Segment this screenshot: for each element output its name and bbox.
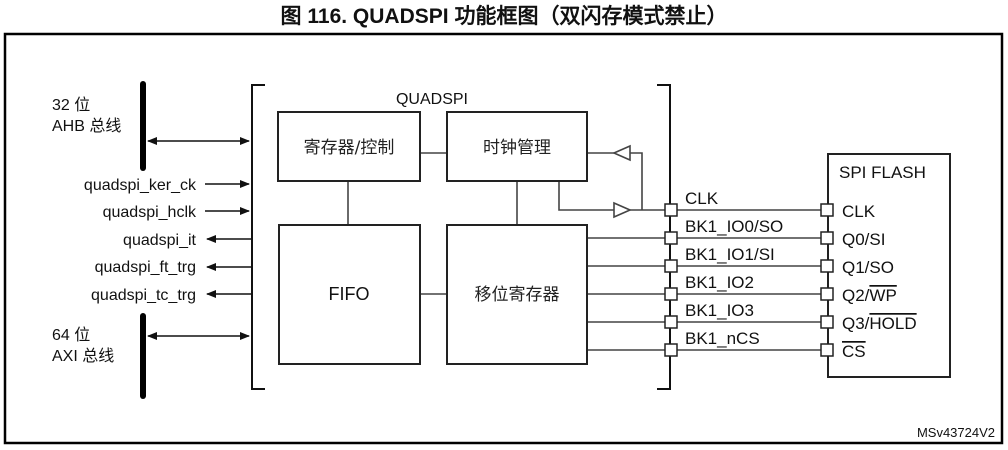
signal-label: quadspi_it: [123, 232, 197, 249]
pin-square: [820, 231, 834, 245]
figure-title: 图 116. QUADSPI 功能框图（双闪存模式禁止）: [280, 5, 728, 28]
input-buffer-icon: [612, 144, 631, 162]
signal-label: quadspi_tc_trg: [91, 287, 196, 304]
output-buffer-icon: [613, 201, 632, 219]
quadspi-left-bracket: [251, 84, 265, 390]
flash-pin-label: Q3/HOLD: [842, 314, 917, 333]
flash-pin-label: Q2/WP: [842, 286, 897, 305]
pin-square: [820, 259, 834, 273]
pin-square: [820, 315, 834, 329]
svg-text:AHB 总线: AHB 总线: [52, 117, 121, 135]
spi-flash-label: SPI FLASH: [839, 163, 926, 182]
flash-pin-label: Q1/SO: [842, 258, 894, 277]
pin-label: BK1_IO0/SO: [685, 217, 783, 236]
axi-bus-width: 64 位: [52, 326, 90, 344]
register-control-block: [277, 111, 421, 182]
pin-label: BK1_nCS: [685, 329, 760, 348]
svg-text:AXI 总线: AXI 总线: [52, 347, 114, 365]
pin-square: [664, 315, 678, 329]
quadspi-label: QUADSPI: [396, 91, 468, 108]
pin-square: [820, 203, 834, 217]
svg-text:32 位: 32 位: [52, 96, 90, 114]
shift-register-block: [446, 224, 588, 365]
clock-out-line: [558, 181, 614, 211]
pin-square: [664, 259, 678, 273]
pin-square: [664, 203, 678, 217]
flash-pin-label: CLK: [842, 202, 876, 221]
signal-label: quadspi_ker_ck: [84, 177, 197, 194]
register-control-label: 寄存器/控制: [304, 138, 395, 158]
signal-list: quadspi_ker_ck quadspi_hclk quadspi_it q…: [84, 177, 251, 304]
pin-square: [820, 343, 834, 357]
svg-text:64 位: 64 位: [52, 326, 90, 344]
fifo-block: [278, 224, 421, 365]
shift-register-label: 移位寄存器: [475, 285, 560, 305]
pin-label: BK1_IO3: [685, 301, 754, 320]
clock-management-label: 时钟管理: [483, 138, 551, 158]
pin-label: BK1_IO2: [685, 273, 754, 292]
pin-square: [664, 231, 678, 245]
figure-id-label: MSv43724V2: [917, 425, 995, 440]
quadspi-pins: CLK BK1_IO0/SO BK1_IO1/SI BK1_IO2 BK1_IO…: [664, 189, 783, 357]
pin-square: [664, 287, 678, 301]
pin-label: CLK: [685, 189, 719, 208]
ahb-bus-width: 32 位: [52, 96, 90, 114]
figure-frame: [3, 32, 1004, 445]
ahb-bus-name: AHB 总线: [52, 117, 121, 135]
pin-square: [820, 287, 834, 301]
pin-label: BK1_IO1/SI: [685, 245, 775, 264]
flash-pin-label: Q0/SI: [842, 230, 885, 249]
flash-pin-label: CS: [842, 342, 866, 361]
axi-bus-name: AXI 总线: [52, 347, 114, 365]
signal-label: quadspi_hclk: [103, 204, 197, 221]
clock-management-block: [446, 111, 588, 182]
flash-pins: CLK Q0/SI Q1/SO Q2/WP Q3/HOLD CS: [820, 202, 917, 361]
signal-label: quadspi_ft_trg: [95, 259, 196, 276]
fifo-label: FIFO: [329, 284, 370, 304]
pin-square: [664, 343, 678, 357]
clock-feedback-line: [630, 152, 643, 210]
